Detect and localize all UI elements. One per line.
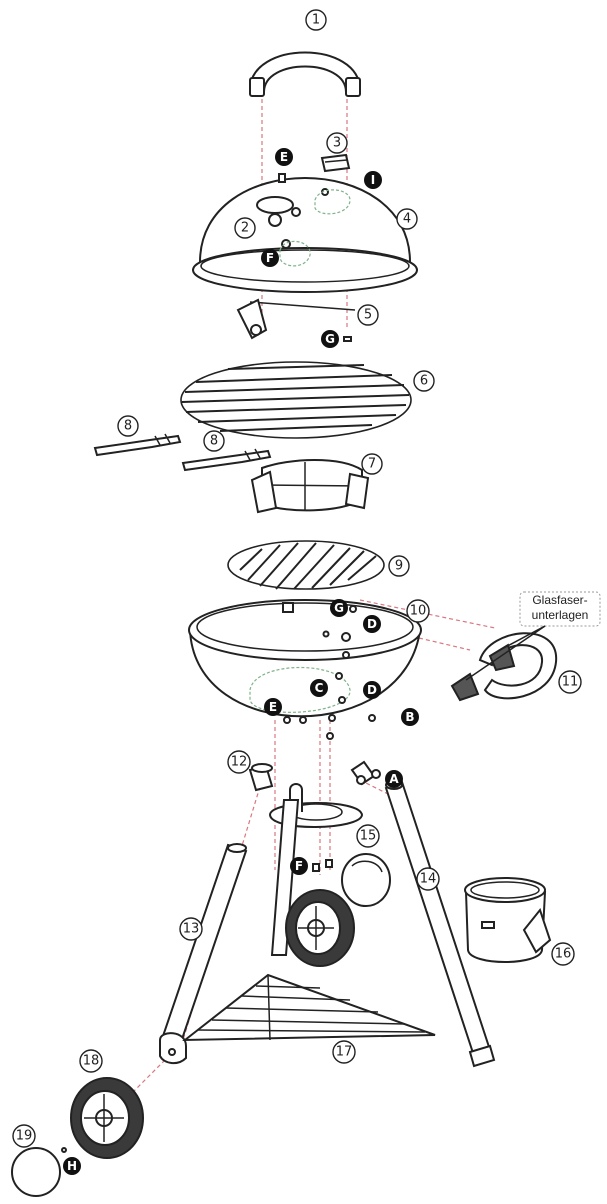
callout-3: 3	[326, 132, 348, 154]
svg-text:14: 14	[420, 872, 437, 887]
letter-F-lid: F	[261, 249, 279, 267]
callout-8a: 8	[117, 415, 139, 437]
svg-text:C: C	[315, 681, 324, 695]
fiberglass-note: Glasfaser- unterlagen	[465, 591, 601, 681]
letter-I-lid: I	[364, 171, 382, 189]
part-bowl	[188, 599, 422, 724]
svg-text:5: 5	[364, 308, 372, 323]
svg-text:4: 4	[403, 212, 411, 227]
callout-8b: 8	[203, 430, 225, 452]
part-lid-rod	[236, 298, 356, 340]
svg-text:18: 18	[83, 1054, 100, 1069]
svg-text:3: 3	[333, 136, 341, 151]
part-handle	[248, 51, 362, 97]
note-line-1: Glasfaser-	[532, 593, 587, 607]
svg-text:A: A	[389, 772, 399, 786]
svg-text:2: 2	[241, 221, 249, 236]
letter-D-upper: D	[363, 615, 381, 633]
svg-text:D: D	[367, 617, 377, 631]
letter-A: A	[385, 770, 403, 788]
part-ash-bucket	[464, 877, 552, 963]
part-side-handle	[450, 632, 558, 702]
letter-F-base: F	[290, 857, 308, 875]
callout-15: 15	[356, 824, 380, 848]
svg-text:8: 8	[124, 419, 132, 434]
svg-text:16: 16	[555, 947, 572, 962]
callout-4: 4	[396, 208, 418, 230]
svg-text:F: F	[266, 251, 274, 265]
callout-11: 11	[558, 670, 582, 694]
callout-16: 16	[551, 942, 575, 966]
letter-G-bowl: G	[330, 599, 348, 617]
svg-text:G: G	[325, 332, 335, 346]
part-damper	[320, 153, 351, 173]
letter-E-bowl: E	[264, 698, 282, 716]
callout-6: 6	[413, 370, 435, 392]
letter-E-lid: E	[275, 148, 293, 166]
callout-5: 5	[357, 304, 379, 326]
callout-14: 14	[416, 867, 440, 891]
letter-C: C	[310, 679, 328, 697]
svg-text:H: H	[67, 1159, 77, 1173]
callout-2: 2	[234, 217, 256, 239]
callout-17: 17	[332, 1040, 356, 1064]
callout-7: 7	[361, 453, 383, 475]
letter-H: H	[63, 1157, 81, 1175]
svg-text:I: I	[371, 173, 375, 187]
svg-text:D: D	[367, 683, 377, 697]
callout-19: 19	[12, 1124, 36, 1148]
svg-text:8: 8	[210, 434, 218, 449]
svg-text:12: 12	[231, 755, 248, 770]
note-line-2: unterlagen	[532, 608, 589, 622]
part-left-leg	[159, 843, 248, 1064]
part-leg-socket	[248, 763, 274, 792]
part-bottom-rack	[182, 973, 436, 1042]
svg-text:17: 17	[336, 1045, 353, 1060]
svg-text:G: G	[334, 601, 344, 615]
svg-text:E: E	[269, 700, 277, 714]
letter-D-lower: D	[363, 681, 381, 699]
numbered-callouts: 1 2 3 4 5 6 7 8 8 9 10 11 12 13 14 15 16…	[12, 9, 582, 1148]
part-lid	[192, 177, 418, 293]
part-front-wheel	[285, 889, 355, 967]
svg-text:9: 9	[395, 559, 403, 574]
svg-text:1: 1	[312, 13, 320, 28]
svg-text:13: 13	[183, 922, 200, 937]
letter-G-lid: G	[321, 330, 339, 348]
part-cooking-grate	[180, 361, 412, 439]
callout-1: 1	[305, 9, 327, 31]
svg-text:10: 10	[410, 604, 427, 619]
part-rear-leg	[270, 799, 300, 956]
callout-12: 12	[227, 750, 251, 774]
callout-18: 18	[79, 1049, 103, 1073]
part-charcoal-baskets	[250, 459, 370, 514]
svg-text:B: B	[405, 710, 414, 724]
callout-9: 9	[388, 555, 410, 577]
letter-B: B	[401, 708, 419, 726]
svg-text:7: 7	[368, 457, 376, 472]
svg-text:F: F	[295, 859, 303, 873]
part-sweeper-right	[181, 448, 272, 472]
part-hubcap	[11, 1147, 61, 1197]
hardware	[61, 173, 381, 1153]
part-rear-wheel	[70, 1077, 144, 1159]
svg-text:6: 6	[420, 374, 428, 389]
svg-text:11: 11	[562, 675, 579, 690]
part-sweeper-left	[93, 433, 182, 457]
svg-text:15: 15	[360, 829, 377, 844]
letter-callouts: E I F G G D C D E B A F H	[63, 148, 419, 1175]
part-charcoal-grate	[227, 540, 385, 590]
callout-10: 10	[406, 599, 430, 623]
callout-13: 13	[179, 917, 203, 941]
svg-text:E: E	[280, 150, 288, 164]
part-heat-shield	[341, 853, 391, 907]
svg-text:19: 19	[16, 1129, 33, 1144]
